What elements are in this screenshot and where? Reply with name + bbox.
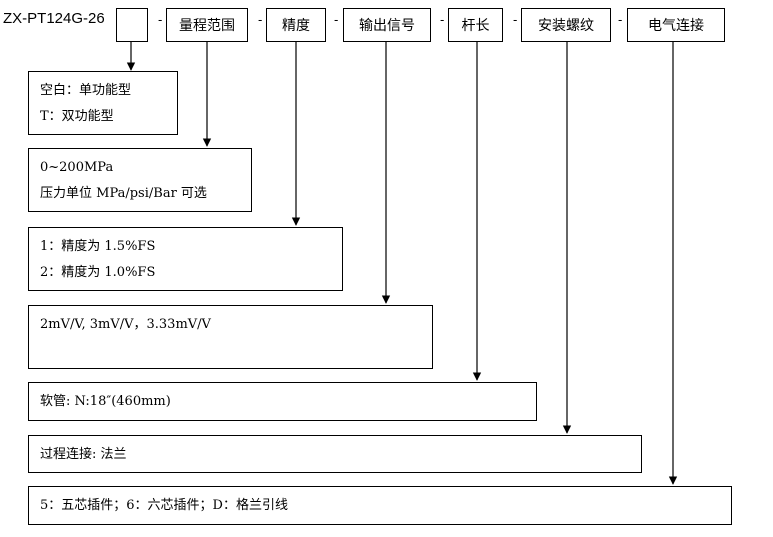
option-box-thread: 过程连接: 法兰 [28, 435, 642, 473]
header-box-electrical: 电气连接 [627, 8, 725, 42]
separator: - [513, 12, 518, 27]
option-line: 2mV/V, 3mV/V，3.33mV/V [40, 317, 211, 332]
option-line: 2：精度为 1.0%FS [40, 265, 156, 280]
option-line: 过程连接: 法兰 [40, 447, 127, 462]
option-box-electrical: 5：五芯插件；6：六芯插件；D：格兰引线 [28, 486, 732, 525]
option-box-accuracy: 1：精度为 1.5%FS 2：精度为 1.0%FS [28, 227, 343, 291]
option-line: 1：精度为 1.5%FS [40, 239, 156, 254]
header-box-accuracy: 精度 [266, 8, 326, 42]
option-box-type: 空白：单功能型 T：双功能型 [28, 71, 178, 135]
option-line: 0~200MPa [40, 160, 114, 175]
separator: - [158, 12, 163, 27]
separator: - [258, 12, 263, 27]
option-line: 5：五芯插件；6：六芯插件；D：格兰引线 [40, 498, 288, 513]
header-box-output: 输出信号 [343, 8, 431, 42]
separator: - [334, 12, 339, 27]
separator: - [618, 12, 623, 27]
header-box-thread: 安装螺纹 [521, 8, 611, 42]
separator: - [440, 12, 445, 27]
option-line: 软管: N:18″(460mm) [40, 394, 171, 409]
option-box-output: 2mV/V, 3mV/V，3.33mV/V [28, 305, 433, 369]
header-box-rod-length: 杆长 [448, 8, 503, 42]
header-box-range: 量程范围 [166, 8, 248, 42]
option-line: 空白：单功能型 [40, 83, 132, 98]
option-line: T：双功能型 [40, 109, 114, 124]
option-line: 压力单位 MPa/psi/Bar 可选 [40, 186, 207, 201]
model-code: ZX-PT124G-26 [3, 10, 105, 27]
header-box-type [116, 8, 148, 42]
option-box-rod-length: 软管: N:18″(460mm) [28, 382, 537, 421]
option-box-range: 0~200MPa 压力单位 MPa/psi/Bar 可选 [28, 148, 252, 212]
